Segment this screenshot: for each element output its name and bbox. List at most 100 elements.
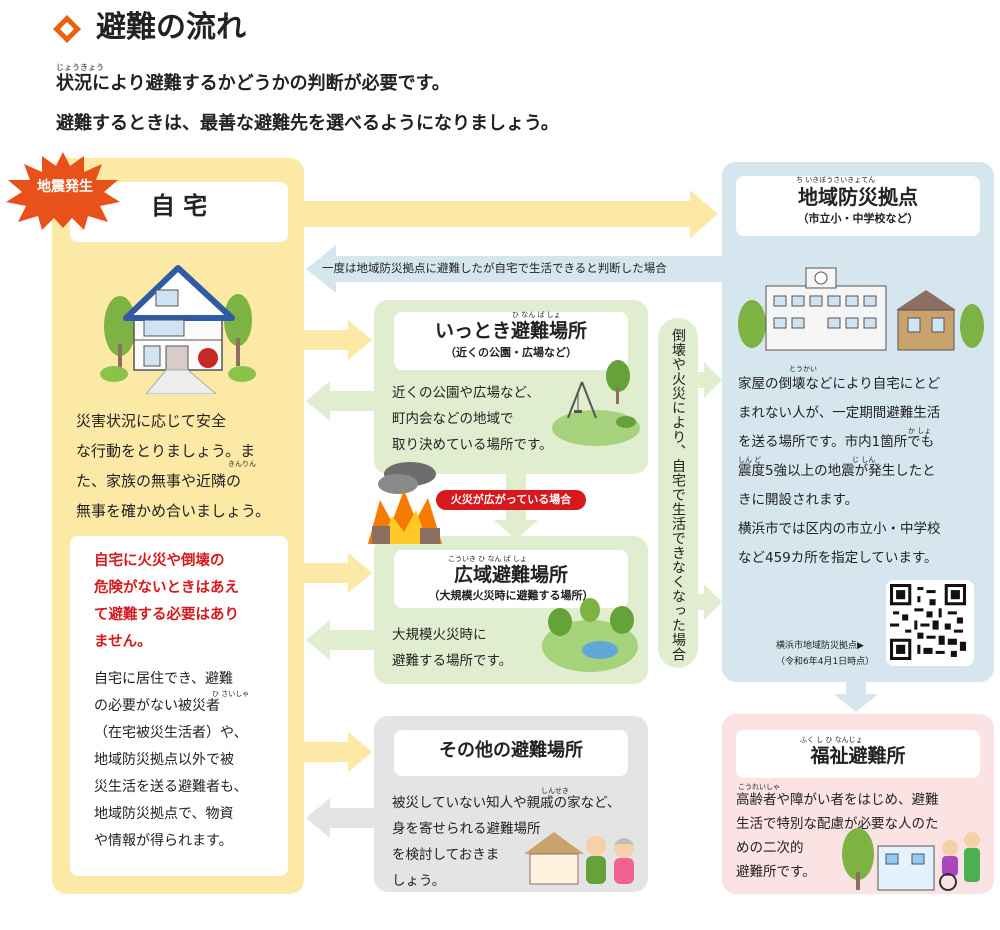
arrow-base-to-welfare	[834, 680, 878, 712]
base-title: 地域防災拠点	[798, 185, 918, 209]
welfare-desc-line: 高齢者や障がい者をはじめ、避難	[736, 792, 939, 808]
ruby-kinrin: きんりん	[228, 460, 256, 468]
note-red-line: 自宅に火災や倒壊の	[94, 553, 225, 569]
other-desc-line: を検討しておきま	[392, 847, 500, 863]
other-desc-line: 身を寄せられる避難場所	[392, 821, 541, 837]
home-desc: 災害状況に応じて安全 な行動をとりましょう。ま た、家族の無事や近隣の 無事を確…	[76, 406, 298, 526]
park-illustration	[552, 360, 640, 446]
temp-title: いっとき避難場所	[434, 320, 587, 342]
arrow-band-to-base-1	[698, 362, 722, 398]
wide-subtitle: （大規模火災時に避難する場所）	[428, 589, 594, 602]
note-line: や情報が得られます。	[94, 833, 233, 849]
welfare-desc-line: 生活で特別な配慮が必要な人のた	[736, 816, 939, 832]
welfare-desc-line: 避難所です。	[736, 864, 816, 880]
vertical-band	[658, 318, 698, 668]
home-note-red: 自宅に火災や倒壊の 危険がないときはあえ て避難する必要はあり ません。	[94, 548, 264, 656]
other-desc: 被災していない知人や親戚の家など、 身を寄せられる避難場所 を検討しておきま し…	[392, 790, 642, 894]
arrow-base-to-home	[306, 245, 722, 293]
base-desc-line: 家屋の倒壊などにより自宅にとど	[738, 376, 941, 392]
qr-label: 横浜市地域防災拠点▶	[776, 641, 864, 651]
note-red-line: 危険がないときはあえ	[94, 580, 239, 596]
base-desc-line: 横浜市では区内の市立小・中学校	[738, 521, 941, 537]
intro-line-2: 避難するときは、最善な避難先を選べるようになりましょう。	[56, 113, 559, 134]
intro-ruby: じょうきょう	[56, 63, 104, 72]
home-title-box	[70, 182, 288, 242]
note-line: 地域防災拠点で、物資	[94, 806, 234, 822]
fire-label-pill	[436, 490, 586, 510]
ruby-toukai: とうかい	[789, 365, 817, 373]
arrow-home-to-base	[300, 190, 718, 238]
base-ruby: ち いきぼうさいきょてん	[796, 176, 876, 184]
other-desc-line: 被災していない知人や親戚の家など、	[392, 795, 621, 811]
arrow-band-to-base-2	[698, 584, 722, 620]
fire-label: 火災が広がっている場合	[450, 493, 572, 506]
note-line: 自宅に居住でき、避難	[94, 671, 234, 687]
temp-ruby: ひ なん ば しょ	[512, 311, 561, 319]
ruby-kasho: か しょ	[908, 427, 932, 435]
qr-code-icon[interactable]	[890, 584, 966, 660]
temp-desc: 近くの公園や広場など、 町内会などの地域で 取り決めている場所です。	[392, 380, 592, 458]
base-desc-line: など459カ所を指定しています。	[738, 550, 938, 566]
base-subtitle: （市立小・中学校など）	[797, 212, 919, 225]
other-desc-line: しょう。	[392, 873, 446, 889]
header: 避難の流れ じょうきょう 状況により避難するかどうかの判断が必要です。 避難する…	[0, 0, 1000, 140]
starburst-icon	[6, 152, 120, 230]
base-desc-line: を送る場所です。市内1箇所でも	[738, 434, 935, 450]
note-red-line: ません。	[94, 634, 152, 650]
home-desc-line: た、家族の無事や近隣の	[76, 472, 242, 490]
welfare-title: 福祉避難所	[810, 745, 906, 767]
home-title: 自 宅	[150, 192, 208, 220]
ruby-shinseki: しんせき	[541, 787, 569, 795]
note-line: 地域防災拠点以外で被	[94, 752, 234, 768]
base-desc-line: まれない人が、一定期間避難生活	[738, 405, 941, 421]
welfare-desc-line: めの二次的	[736, 840, 804, 856]
intro-line-1: 状況により避難するかどうかの判断が必要です。	[56, 73, 450, 94]
home-note-black: 自宅に居住でき、避難 の必要がない被災者 （在宅被災生活者）や、 地域防災拠点以…	[94, 666, 280, 855]
welfare-title-box	[736, 730, 980, 778]
vertical-label: 倒壊や火災により、自宅で生活できなくなった場合	[670, 328, 686, 662]
wide-desc-line: 大規模火災時に	[392, 627, 487, 643]
ruby-jishin: じ しん	[852, 456, 876, 464]
temp-desc-line: 町内会などの地域で	[392, 411, 514, 427]
note-line: （在宅被災生活者）や、	[94, 725, 248, 741]
arrow-other-to-home	[306, 798, 374, 838]
note-red-line: て避難する必要はあり	[94, 607, 239, 623]
temp-desc-line: 近くの公園や広場など、	[392, 385, 540, 401]
other-title-box	[394, 730, 628, 776]
temp-subtitle: （近くの公園・広場など）	[445, 346, 577, 359]
home-desc-line: 無事を確かめ合いましょう。	[76, 502, 271, 520]
house-illustration	[100, 265, 256, 394]
wide-title: 広域避難場所	[453, 564, 568, 586]
base-title-box	[736, 176, 980, 236]
welfare-ruby: ふく し ひ なんじょ	[800, 736, 863, 744]
earthquake-badge: 地震発生	[37, 179, 93, 195]
temp-desc-line: 取り決めている場所です。	[392, 437, 553, 453]
ruby-shindo: しん ど	[738, 456, 762, 464]
fire-illustration	[368, 462, 442, 544]
temp-panel	[374, 300, 648, 474]
note-line: の必要がない被災者	[94, 698, 220, 714]
return-arrow-label: 一度は地域防災拠点に避難したが自宅で生活できると判断した場合	[322, 261, 667, 275]
welfare-illustration	[842, 828, 980, 891]
base-desc: 家屋の倒壊などにより自宅にとど まれない人が、一定期間避難生活 を送る場所です。…	[738, 370, 994, 573]
people-illustration	[524, 832, 634, 885]
page-title: 避難の流れ	[96, 10, 246, 45]
qr-date: （令和6年4月1日時点）	[776, 657, 875, 667]
wide-desc-line: 避難する場所です。	[392, 653, 513, 669]
base-desc-line: きに開設されます。	[738, 492, 859, 508]
diamond-icon	[53, 15, 81, 43]
ruby-koureisha: こうれいしゃ	[738, 783, 780, 791]
home-panel	[52, 158, 304, 894]
school-illustration	[738, 267, 984, 351]
ruby-hisaisha: ひ さいしゃ	[212, 690, 250, 698]
home-desc-line: 災害状況に応じて安全	[76, 412, 227, 430]
arrow-temp-to-home	[306, 381, 374, 421]
temp-title-box	[394, 312, 628, 370]
arrow-home-to-wide	[300, 553, 372, 593]
arrow-wide-to-home	[306, 620, 374, 660]
wide-desc: 大規模火災時に 避難する場所です。	[392, 622, 552, 674]
base-desc-line: 震度5強以上の地震が発生したと	[738, 463, 936, 479]
note-line: 災生活を送る避難者も、	[94, 779, 248, 795]
other-title: その他の避難場所	[439, 740, 583, 761]
